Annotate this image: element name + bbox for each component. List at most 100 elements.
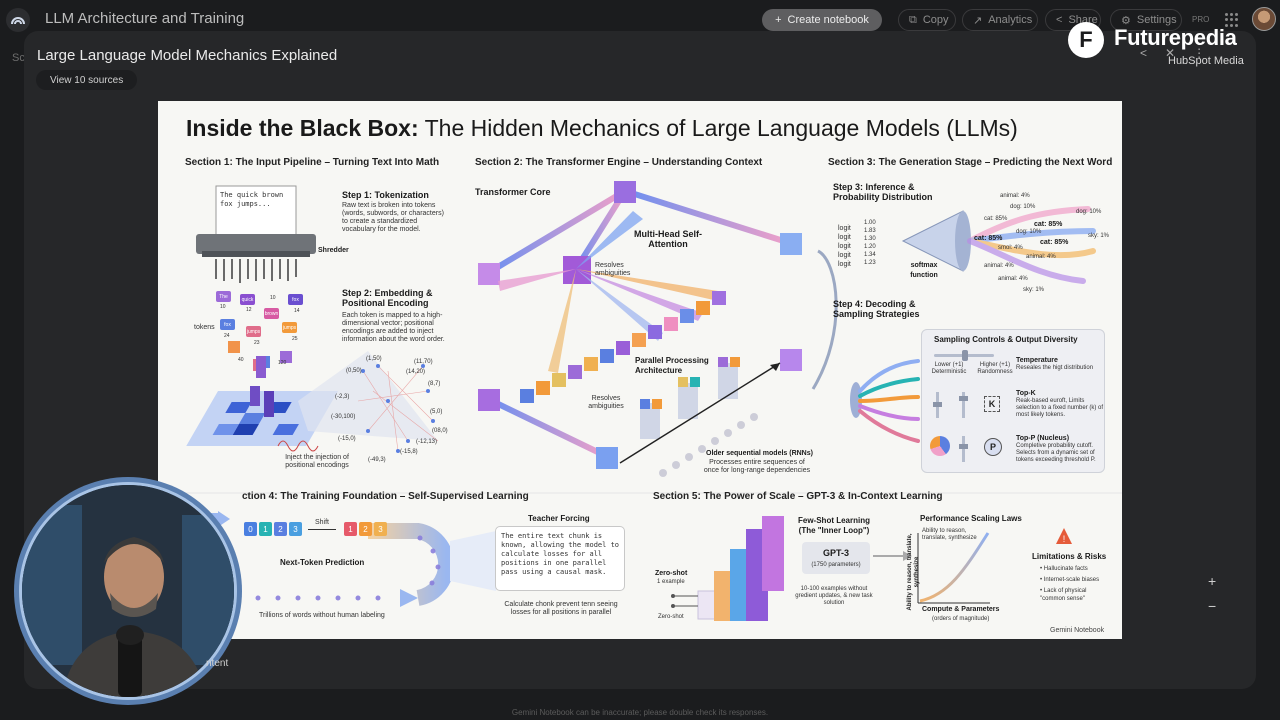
topk-slider[interactable] <box>962 392 965 418</box>
token-chip: jumps <box>246 326 261 337</box>
temperature-title: Temperature <box>1016 357 1058 364</box>
more-icon[interactable]: ⋮ <box>1193 46 1206 60</box>
logit-value: 1.30 <box>864 236 876 242</box>
section-4-heading: ction 4: The Training Foundation – Self-… <box>242 491 529 502</box>
modal-header-actions: < ✕ ⋮ <box>1140 46 1205 60</box>
view-sources-button[interactable]: View 10 sources <box>36 70 138 90</box>
limits-title: Limitations & Risks <box>1032 552 1107 561</box>
coord-label: (-15,0) <box>338 436 356 442</box>
tokens-label: tokens <box>194 324 215 331</box>
sequence-token: 3 <box>374 522 387 536</box>
futurepedia-watermark: F Futurepedia HubSpot Media <box>1068 22 1258 72</box>
create-notebook-label: Create notebook <box>787 14 869 26</box>
coord-label: (-2,3) <box>335 394 350 400</box>
slider-handle[interactable] <box>933 402 942 407</box>
slider-handle[interactable] <box>962 350 968 361</box>
modal-title: Large Language Model Mechanics Explained <box>37 47 338 64</box>
notebook-title[interactable]: LLM Architecture and Training <box>45 10 245 27</box>
token-chip: jumps <box>282 322 297 333</box>
share-icon: < <box>1056 14 1063 26</box>
slider-handle[interactable] <box>959 396 968 401</box>
shredder-label: Shredder <box>318 247 349 254</box>
limit-item: • Hallucinate facts <box>1040 566 1088 572</box>
share-icon[interactable]: < <box>1140 46 1148 60</box>
coord-label: (14,20) <box>406 369 426 375</box>
step1-body: Raw text is broken into tokens (words, s… <box>342 202 444 233</box>
ability-note: Ability to reason, translate, synthesize <box>922 528 977 541</box>
teacher-forcing-title: Teacher Forcing <box>528 514 590 523</box>
watermark-name: Futurepedia <box>1114 25 1237 50</box>
create-notebook-button[interactable]: + Create notebook <box>762 9 882 31</box>
temperature-slider[interactable] <box>934 350 994 361</box>
section-3-heading: Section 3: The Generation Stage – Predic… <box>828 157 1113 168</box>
output-sequence: 1 2 3 <box>344 522 387 536</box>
prob-label: dog: 10% <box>1016 229 1042 235</box>
prob-label: animal: 4% <box>998 276 1028 282</box>
pie-icon <box>930 436 950 456</box>
step2-body: Each token is mapped to a high-dimension… <box>342 312 445 343</box>
transformer-core-label: Transformer Core <box>475 187 551 197</box>
prob-label: animal: 4% <box>1000 193 1030 199</box>
topk-title: Top-K <box>1016 390 1036 397</box>
user-avatar[interactable] <box>1252 7 1276 31</box>
presenter-illustration <box>22 485 234 697</box>
sequence-token: 1 <box>259 522 272 536</box>
prob-label: dog: 10% <box>1010 204 1036 210</box>
prob-label: sky: 1% <box>1088 233 1110 239</box>
settings-label: Settings <box>1136 14 1177 26</box>
copy-label: Copy <box>922 14 949 26</box>
prob-label: animal: 4% <box>1026 254 1056 260</box>
mhsa-label: Multi-Head Self-Attention <box>633 229 702 249</box>
zoom-in-button[interactable]: + <box>1208 573 1217 589</box>
token-id: 120 <box>278 360 287 366</box>
softmax-label: softmax function <box>910 262 938 279</box>
analytics-button[interactable]: ↗ Analytics <box>962 9 1038 31</box>
x-axis-label: Compute & Parameters <box>922 606 1000 613</box>
infographic-image: Inside the Black Box: The Hidden Mechani… <box>158 101 1122 639</box>
logit-value: 1.20 <box>864 244 876 250</box>
section-2-heading: Section 2: The Transformer Engine – Unde… <box>475 157 763 168</box>
fewshot-examples: 10-100 examples without gredient updates… <box>795 586 873 606</box>
token-chip: The <box>216 291 231 302</box>
apps-grid-icon[interactable] <box>1225 13 1239 27</box>
content-tab-fragment[interactable]: ntent <box>206 658 229 669</box>
title-bold: Inside the Black Box: <box>186 115 419 141</box>
prob-label: animal: 4% <box>984 263 1014 269</box>
plus-icon: + <box>775 14 782 26</box>
prob-label: cat: 85% <box>1040 239 1069 246</box>
topk-body: Reak-based euroft, Limits selection to a… <box>1016 398 1104 418</box>
shift-label: Shift <box>315 519 330 526</box>
section-1-heading: Section 1: The Input Pipeline – Turning … <box>185 157 440 168</box>
gpt3-box: GPT-3 (1750 parameters) <box>802 542 870 574</box>
infographic-title: Inside the Black Box: The Hidden Mechani… <box>186 115 1018 142</box>
close-icon[interactable]: ✕ <box>1165 46 1176 60</box>
token-id: 24 <box>224 333 230 339</box>
notebook-app-logo-icon[interactable] <box>6 8 30 32</box>
token-chip: brown <box>264 308 279 319</box>
ntp-label: Next-Token Prediction <box>280 558 365 567</box>
futurepedia-logo-icon: F <box>1068 22 1104 58</box>
rnn-body: Processes entire sequences of once for l… <box>703 459 811 474</box>
coord-label: (08,0) <box>432 428 448 434</box>
token-id: 10 <box>270 295 276 301</box>
coord-label: (11,70) <box>414 359 433 365</box>
zoom-out-button[interactable]: − <box>1208 598 1217 614</box>
zeroshot-label: Zero-shot <box>655 570 688 577</box>
gear-icon: ⚙ <box>1121 14 1131 27</box>
limit-item: • Lack of physical "common sense" <box>1040 588 1087 602</box>
sequence-token: 0 <box>244 522 257 536</box>
topp-slider[interactable] <box>962 436 965 462</box>
copy-button[interactable]: ⧉ Copy <box>898 9 956 31</box>
token-id: 14 <box>294 308 300 314</box>
logit-label: logit <box>838 225 851 232</box>
logit-value: 1.23 <box>864 260 876 266</box>
coord-label: (-15,8) <box>400 449 418 455</box>
coord-label: (0,50) <box>346 368 362 374</box>
slider-handle[interactable] <box>959 444 968 449</box>
prob-label: cat: 85% <box>974 235 1003 242</box>
settings-button[interactable]: ⚙ Settings <box>1110 9 1182 31</box>
coord-label: (5,0) <box>430 409 443 415</box>
inject-caption: Inject the injection of positional encod… <box>285 454 349 469</box>
sequence-token: 2 <box>359 522 372 536</box>
teacher-forcing-caption: Calculate chonk prevent tenn seeing loss… <box>504 601 618 616</box>
